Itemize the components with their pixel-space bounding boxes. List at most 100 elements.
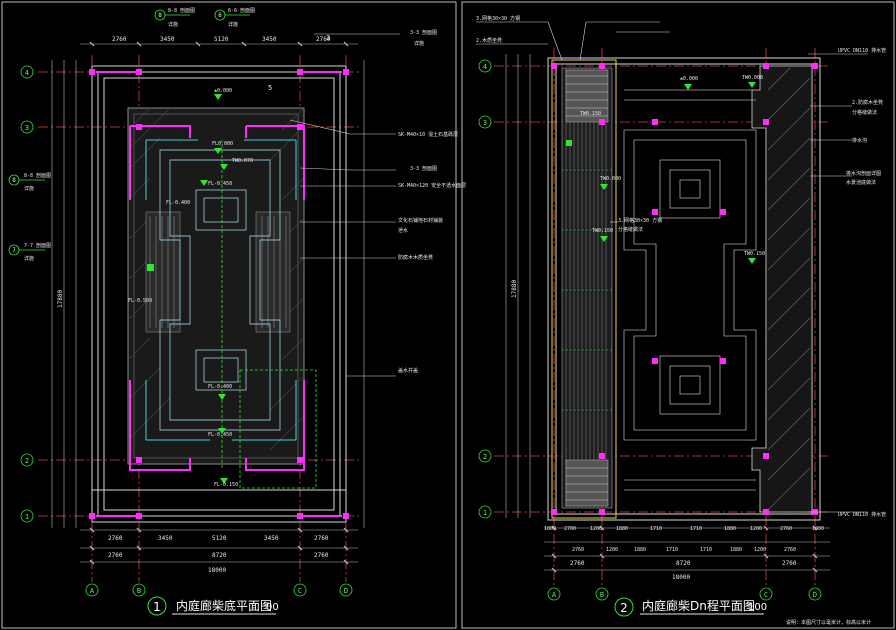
plan-title-scale: 00 [266, 602, 279, 613]
section-note: 详施 [168, 21, 178, 28]
callout-text: 分格缝做法 [618, 226, 643, 233]
level-text: TW0.000 [742, 75, 763, 81]
callout-text: UPVC DN110 排水管 [838, 47, 886, 54]
dim-text: 1200 [754, 547, 766, 553]
level-text: ±0.000 [680, 76, 698, 82]
plan1-green-path [221, 140, 317, 489]
section-sheet: 3-3 剖面图 [410, 29, 437, 36]
dim-text: 5120 [212, 535, 227, 542]
plan1-dim-top: 2760 3450 5120 3450 2760 [112, 36, 331, 43]
level-text: ±0.000 [214, 88, 232, 94]
dim-total: 18000 [208, 567, 226, 574]
dim-left-total: 17880 [511, 280, 518, 298]
dim-text: 1710 [666, 547, 678, 553]
grid-label-col: B [600, 591, 604, 599]
dim-text: 1710 [700, 547, 712, 553]
callout-text: 3-3 剖面图 [410, 165, 437, 172]
plan-title: 内庭廊柴底平面图 [176, 598, 272, 613]
level-text: FL-0.150 [214, 482, 238, 488]
plan1-dim-lines [51, 43, 365, 563]
callout-text: 泄水 [398, 227, 408, 234]
plan2-level-text: ±0.000 TW0.000 TW0.150 TW0.000 TW0.150 T… [580, 75, 765, 257]
section-num-5: 5 [268, 84, 272, 92]
plan2-yellow-outline [551, 59, 617, 519]
plan2-wood-deck [561, 67, 613, 509]
plan2-column-marks [551, 63, 818, 515]
plan1-cyan-edges [145, 139, 297, 441]
plan2-central-pattern [623, 89, 757, 491]
grid-label-col: C [764, 591, 768, 599]
plan2-col-labels: A B C D 1 2 3 4 [483, 63, 817, 599]
dim-text: 5120 [214, 36, 229, 43]
grid-label-col: A [90, 587, 95, 595]
plan2-col-bubbles [478, 59, 822, 601]
callout-text: 排水沟剖面详图 [846, 170, 881, 177]
plan-number: 1 [153, 600, 161, 614]
grid-label-row: 2 [25, 457, 29, 465]
plan1-section-marks: 8 6 8 7 8-8 剖面图 详施 6-6 剖面图 详施 3-3 剖面图 详施… [8, 7, 437, 262]
plan1-col-bubbles [20, 65, 353, 597]
dim-text: 1000 [812, 526, 824, 532]
grid-label-col: C [298, 587, 302, 595]
level-text: TW0.150 [592, 228, 613, 234]
dim-total: 18000 [672, 574, 690, 581]
plan1-leaders [289, 33, 400, 377]
level-text: TW0.150 [580, 111, 601, 117]
level-text: TW0.000 [600, 176, 621, 182]
grid-label-row: 3 [483, 119, 487, 127]
callout-text: 分格缝做法 [852, 109, 877, 116]
dim-text: 2760 [782, 560, 797, 567]
section-sheet: 7-7 剖面图 [24, 242, 51, 249]
plan2-callouts: 3.网格30×30 方钢 2.木质坐凳 UPVC DN110 排水管 2.防腐木… [476, 15, 886, 518]
dim-text: 1200 [750, 526, 762, 532]
grid-label-col: D [344, 587, 348, 595]
section-sheet: 8-8 剖面图 [168, 7, 195, 14]
dim-text: 1880 [616, 526, 628, 532]
dim-text: 3450 [264, 535, 279, 542]
grid-label-row: 3 [25, 124, 29, 132]
grid-label-row: 2 [483, 453, 487, 461]
dim-text: 1880 [724, 526, 736, 532]
plan-title-scale: 100 [748, 602, 767, 613]
plan2-dim-ticks [551, 525, 818, 573]
plan1-wood-decks [145, 211, 291, 333]
dim-text: 1710 [690, 526, 702, 532]
dim-text: 3450 [262, 36, 277, 43]
dim-text: 2760 [784, 547, 796, 553]
plan1-dim-ticks [89, 41, 349, 565]
section-num: 8 [158, 12, 162, 19]
plan1-col-labels: A B C D 1 2 3 4 [25, 69, 348, 595]
plan2-dim-bottom-1: 2760 1200 1880 1710 1710 1880 1200 2760 [572, 547, 796, 553]
callout-text: 2.防腐木坐凳 [852, 99, 883, 106]
callout-text: 水景池底做法 [846, 179, 876, 186]
plan1-column-marks [89, 69, 349, 519]
dim-text: 8720 [676, 560, 691, 567]
section-note: 详施 [228, 21, 238, 28]
section-note: 详施 [24, 185, 34, 192]
dim-text: 1710 [650, 526, 662, 532]
grid-label-row: 4 [483, 63, 487, 71]
callout-text: 3.网格30×30 方钢 [618, 217, 662, 224]
dim-text: 2760 [572, 547, 584, 553]
plan2-right-planter [751, 65, 813, 513]
level-text: FL-0.400 [166, 200, 190, 206]
section-num: 6 [218, 12, 222, 19]
dim-text: 1200 [606, 547, 618, 553]
grid-label-row: 4 [25, 69, 29, 77]
section-note: 详施 [24, 255, 34, 262]
plan1-title: 1 内庭廊柴底平面图 00 [147, 596, 279, 616]
dim-text: 2760 [108, 552, 123, 559]
section-sheet: 8-8 剖面图 [24, 172, 51, 179]
dim-text: 1880 [634, 547, 646, 553]
dim-text: 1880 [730, 547, 742, 553]
grid-label-col: B [137, 587, 141, 595]
dim-text: 3450 [160, 36, 175, 43]
level-text: TW0.070 [232, 158, 253, 164]
dim-text: 3450 [158, 535, 173, 542]
dim-text: 1200 [590, 526, 602, 532]
plan-2: 1000 2700 1200 1880 1710 1710 1880 1200 … [476, 15, 886, 626]
level-text: FL-0.500 [128, 298, 152, 304]
dim-text: 2760 [570, 560, 585, 567]
grid-label-row: 1 [483, 509, 487, 517]
